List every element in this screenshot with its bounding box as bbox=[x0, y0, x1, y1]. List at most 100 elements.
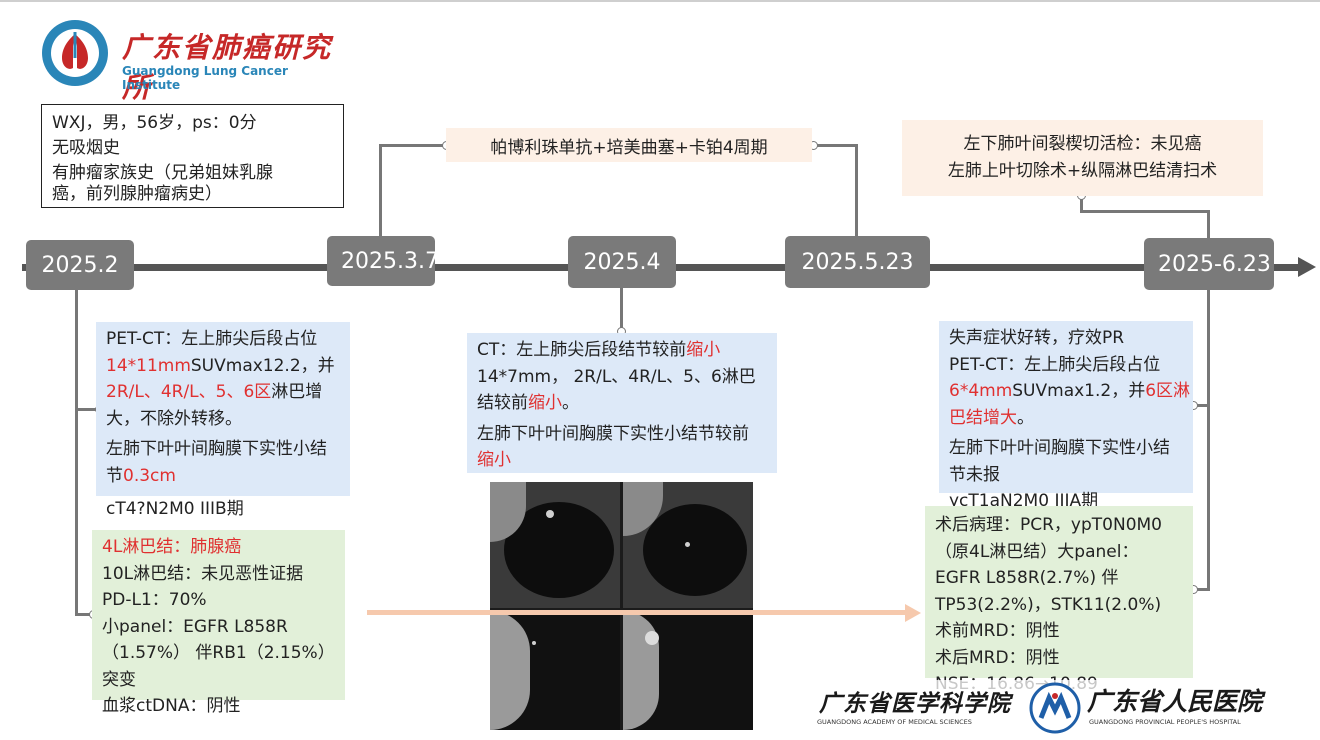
treatment-label: 帕博利珠单抗+培美曲塞+卡铂4周期 bbox=[446, 128, 812, 162]
connector-line bbox=[379, 144, 446, 147]
panel-text: 节 bbox=[106, 465, 123, 486]
panel-line: 巴结增大。 bbox=[949, 405, 1199, 432]
connector-line bbox=[1080, 195, 1083, 213]
panel-line: 突变 bbox=[102, 669, 136, 690]
panel-line: 左肺下叶叶间胸膜下实性小结 bbox=[949, 438, 1170, 458]
panel-line: 失声症状好转，疗效PR bbox=[949, 328, 1125, 348]
panel-text: 淋巴增 bbox=[271, 382, 323, 402]
surgery-label: 左下肺叶间裂楔切活检：未见癌 左肺上叶切除术+纵隔淋巴结清扫术 bbox=[902, 120, 1263, 196]
date-2025-3-7: 2025.3.7 bbox=[327, 236, 435, 286]
connector-line bbox=[75, 290, 78, 616]
date-2025-4: 2025.4 bbox=[568, 236, 676, 288]
academy-name-en: GUANGDONG ACADEMY OF MEDICAL SCIENCES bbox=[817, 718, 972, 726]
panel-line: 结较前缩小。 bbox=[477, 390, 767, 417]
jun-pathology-text: 术后病理：PCR，ypT0N0M0 （原4L淋巴结）大panel： EGFR L… bbox=[925, 508, 1205, 708]
date-2025-5-23: 2025.5.23 bbox=[785, 236, 930, 288]
logo-title-en: Guangdong Lung Cancer Institute bbox=[122, 64, 288, 92]
progress-arrow bbox=[367, 610, 907, 615]
panel-text: 结较前 bbox=[477, 393, 528, 413]
panel-line: 小panel：EGFR L858R bbox=[102, 616, 288, 637]
institute-logo: 广东省肺癌研究所 Guangdong Lung Cancer Institute bbox=[40, 18, 340, 104]
surgery-line: 左下肺叶间裂楔切活检：未见癌 bbox=[963, 134, 1202, 154]
patient-line: 无吸烟史 bbox=[52, 138, 120, 158]
footer-logos: 广东省医学科学院 GUANGDONG ACADEMY OF MEDICAL SC… bbox=[805, 680, 1275, 736]
treatment-text: 帕博利珠单抗+培美曲塞+卡铂4周期 bbox=[490, 137, 768, 158]
date-2025-6-23: 2025-6.23 bbox=[1144, 238, 1274, 290]
panel-line: CT：左上肺尖后段结节较前缩小 bbox=[477, 337, 767, 364]
feb-staging: cT4?N2M0 IIIB期 bbox=[106, 499, 244, 519]
panel-text: SUVmax12.2，并 bbox=[190, 355, 335, 376]
academy-name-cn: 广东省医学科学院 bbox=[819, 690, 1011, 717]
connector-line bbox=[1207, 210, 1210, 238]
panel-line: 缩小 bbox=[477, 450, 511, 470]
panel-line: PET-CT：左上肺尖后段占位 bbox=[106, 329, 318, 349]
panel-line: 左肺下叶叶间胸膜下实性小结 bbox=[106, 439, 327, 459]
connector-line bbox=[75, 613, 93, 616]
highlight-text: 缩小 bbox=[528, 393, 562, 413]
panel-text: 。 bbox=[562, 393, 579, 413]
apr-ct-panel: CT：左上肺尖后段结节较前缩小 14*7mm， 2R/L、4R/L、5、6淋巴 … bbox=[467, 333, 777, 473]
top-border bbox=[0, 0, 1320, 2]
panel-line: PET-CT：左上肺尖后段占位 bbox=[949, 354, 1161, 375]
hospital-name-cn: 广东省人民医院 bbox=[1087, 687, 1263, 716]
panel-text: CT：左上肺尖后段结节较前 bbox=[477, 340, 687, 360]
connector-line bbox=[1080, 210, 1210, 213]
feb-petct-panel: PET-CT：左上肺尖后段占位 14*11mmSUVmax12.2，并 2R/L… bbox=[96, 322, 350, 496]
panel-line: 10L淋巴结：未见恶性证据 bbox=[102, 563, 304, 584]
highlight-text: 缩小 bbox=[686, 340, 721, 360]
highlight-text: 6区淋 bbox=[1145, 381, 1191, 401]
institute-emblem-icon bbox=[42, 20, 108, 86]
connector-line bbox=[855, 144, 858, 236]
highlight-text: 0.3cm bbox=[123, 465, 176, 486]
patient-line: 癌，前列腺肿瘤病史） bbox=[52, 184, 222, 204]
highlight-text: 2R/L、4R/L、5、6区 bbox=[106, 382, 272, 402]
patient-line: WXJ，男，56岁，ps：0分 bbox=[52, 113, 257, 133]
jun-petct-panel bbox=[939, 321, 1193, 493]
panel-line: TP53(2.2%)，STK11(2.0%) bbox=[935, 594, 1162, 615]
panel-text: 。 bbox=[1017, 407, 1034, 428]
connector-line bbox=[1207, 290, 1210, 590]
panel-line: 术后MRD：阴性 bbox=[935, 647, 1060, 668]
ct-quadrant bbox=[623, 482, 753, 608]
highlight-text: 6*4mm bbox=[949, 381, 1013, 401]
panel-line: PD-L1：70% bbox=[102, 590, 207, 610]
surgery-line: 左肺上叶切除术+纵隔淋巴结清扫术 bbox=[947, 161, 1218, 181]
connector-line bbox=[379, 144, 382, 236]
panel-line: 14*11mmSUVmax12.2，并 bbox=[106, 353, 340, 380]
ct-scan-image bbox=[490, 482, 753, 730]
ct-quadrant bbox=[623, 611, 753, 730]
panel-line: EGFR L858R(2.7%) 伴 bbox=[935, 568, 1119, 588]
panel-line: 4L淋巴结：肺腺癌 bbox=[102, 537, 242, 557]
panel-line: 2R/L、4R/L、5、6区淋巴增 bbox=[106, 379, 340, 406]
panel-line: 节0.3cm bbox=[106, 463, 340, 490]
connector-line bbox=[75, 408, 99, 411]
panel-line: 血浆ctDNA：阴性 bbox=[102, 696, 241, 716]
panel-line: 节未报 bbox=[949, 464, 1000, 485]
hospital-emblem-icon bbox=[1029, 682, 1081, 734]
panel-line: 14*7mm， 2R/L、4R/L、5、6淋巴 bbox=[477, 366, 756, 387]
timeline-arrow-icon bbox=[1298, 257, 1316, 277]
panel-line: （1.57%） 伴RB1（2.15%） bbox=[102, 643, 335, 663]
panel-line: 术前MRD：阴性 bbox=[935, 621, 1060, 641]
panel-line: （原4L淋巴结）大panel： bbox=[935, 541, 1139, 562]
panel-text: SUVmax1.2，并 bbox=[1012, 381, 1146, 401]
panel-line: 左肺下叶叶间胸膜下实性小结节较前 bbox=[477, 423, 749, 444]
date-2025-2: 2025.2 bbox=[26, 240, 134, 290]
highlight-text: 巴结增大 bbox=[949, 407, 1017, 428]
highlight-text: 14*11mm bbox=[106, 355, 191, 376]
jun-pathology-panel bbox=[925, 506, 1193, 678]
feb-pathology-text: 4L淋巴结：肺腺癌 10L淋巴结：未见恶性证据 PD-L1：70% 小panel… bbox=[92, 530, 362, 730]
ct-quadrant bbox=[490, 482, 620, 608]
connector-line bbox=[1193, 404, 1210, 407]
hospital-name-en: GUANGDONG PROVINCIAL PEOPLE'S HOSPITAL bbox=[1089, 718, 1241, 726]
jun-petct-text: 失声症状好转，疗效PR PET-CT：左上肺尖后段占位 6*4mmSUVmax1… bbox=[939, 321, 1209, 521]
logo-title-cn: 广东省肺癌研究所 bbox=[122, 31, 333, 104]
panel-line: 6*4mmSUVmax1.2，并6区淋 bbox=[949, 378, 1199, 405]
ct-quadrant bbox=[490, 611, 620, 730]
feb-pathology-panel bbox=[92, 530, 345, 700]
connector-line bbox=[1193, 588, 1210, 591]
connector-line bbox=[814, 144, 858, 147]
connector-line bbox=[620, 288, 623, 330]
panel-line: 术后病理：PCR，ypT0N0M0 bbox=[935, 515, 1163, 535]
patient-line: 有肿瘤家族史（兄弟姐妹乳腺 bbox=[52, 163, 273, 183]
